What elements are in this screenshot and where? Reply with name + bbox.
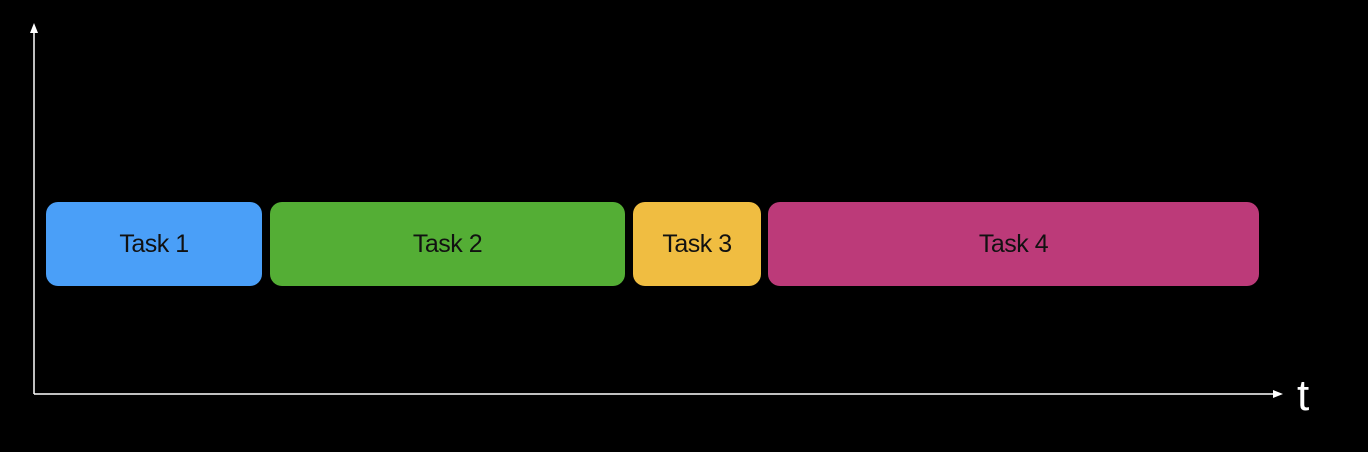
task-block-1: Task 1 <box>46 202 262 286</box>
x-axis-label: t <box>1297 371 1310 420</box>
task-block-2: Task 2 <box>270 202 625 286</box>
task-block-4: Task 4 <box>768 202 1259 286</box>
x-axis-arrow-icon <box>1273 390 1283 398</box>
y-axis-arrow-icon <box>30 23 38 33</box>
task-block-3: Task 3 <box>633 202 761 286</box>
